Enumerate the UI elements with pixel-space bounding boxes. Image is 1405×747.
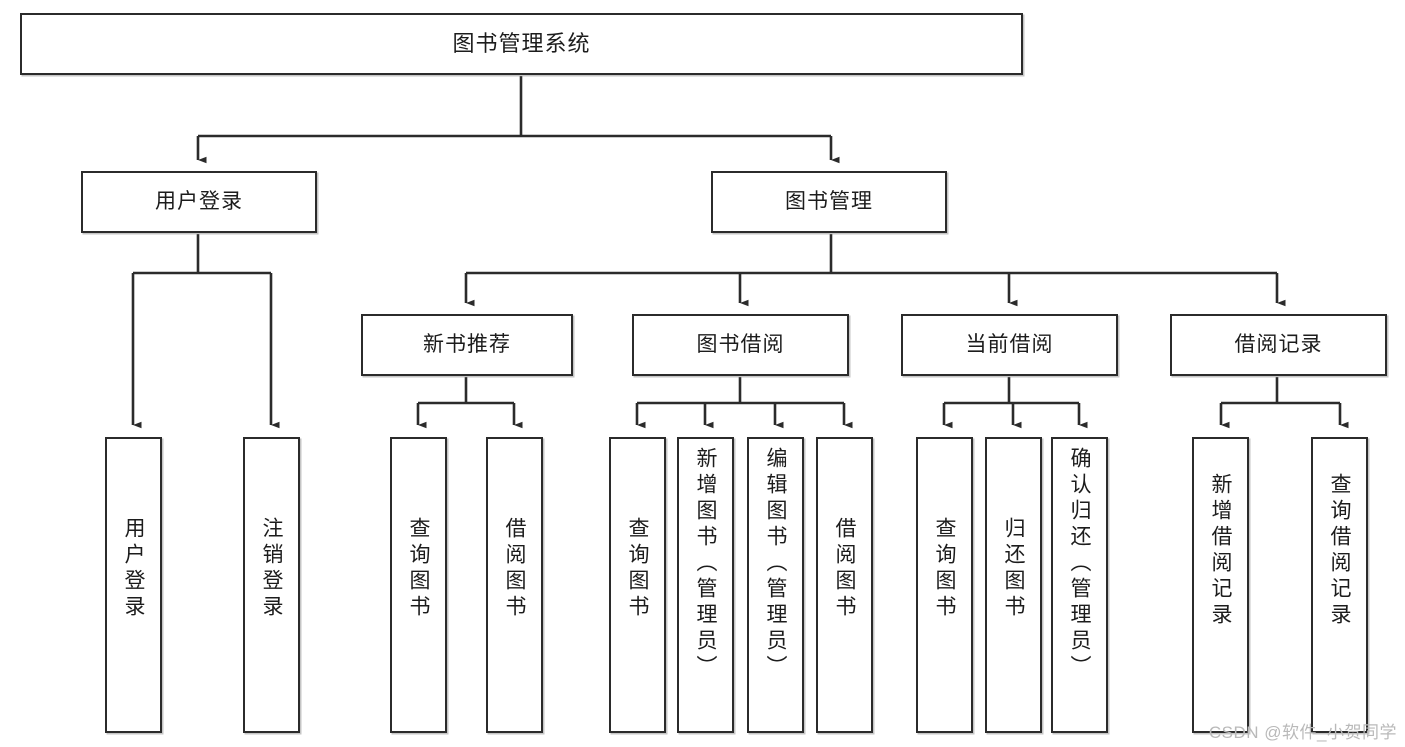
node-leaf-query-record-label: 查询借阅记录 [1328, 473, 1351, 629]
node-leaf-user-logout-label: 注销登录 [260, 517, 283, 621]
node-leaf-borrow-book-1-label: 借阅图书 [503, 517, 526, 621]
node-leaf-confirm-return-label: 确认归还（管理员） [1068, 447, 1091, 681]
node-leaf-user-login[interactable]: 用户登录 [105, 437, 162, 733]
node-leaf-user-logout[interactable]: 注销登录 [243, 437, 300, 733]
node-leaf-user-login-label: 用户登录 [122, 517, 145, 621]
node-leaf-return-book-label: 归还图书 [1002, 517, 1025, 621]
watermark: CSDN @软件_小贺同学 [1208, 723, 1397, 742]
node-leaf-query-book-3[interactable]: 查询图书 [916, 437, 973, 733]
node-leaf-add-book[interactable]: 新增图书（管理员） [677, 437, 734, 733]
node-root-label: 图书管理系统 [452, 31, 591, 57]
node-borrow-record-label: 借阅记录 [1234, 332, 1323, 356]
node-borrow-record[interactable]: 借阅记录 [1170, 314, 1387, 376]
node-book-manage[interactable]: 图书管理 [711, 171, 947, 233]
node-leaf-query-book-2-label: 查询图书 [626, 517, 649, 621]
node-leaf-borrow-book-2-label: 借阅图书 [833, 517, 856, 621]
node-leaf-add-record[interactable]: 新增借阅记录 [1192, 437, 1249, 733]
node-leaf-return-book[interactable]: 归还图书 [985, 437, 1042, 733]
node-leaf-borrow-book-1[interactable]: 借阅图书 [486, 437, 543, 733]
node-leaf-query-book-1-label: 查询图书 [407, 517, 430, 621]
node-new-book-recommend[interactable]: 新书推荐 [361, 314, 573, 376]
node-leaf-query-book-2[interactable]: 查询图书 [609, 437, 666, 733]
node-new-book-recommend-label: 新书推荐 [423, 332, 511, 356]
node-leaf-query-book-1[interactable]: 查询图书 [390, 437, 447, 733]
node-leaf-query-book-3-label: 查询图书 [933, 517, 956, 621]
node-leaf-borrow-book-2[interactable]: 借阅图书 [816, 437, 873, 733]
node-leaf-add-record-label: 新增借阅记录 [1209, 473, 1232, 629]
node-current-borrow-label: 当前借阅 [965, 332, 1054, 356]
node-user-login-label: 用户登录 [155, 189, 243, 213]
node-book-borrow-label: 图书借阅 [696, 332, 785, 356]
node-book-manage-label: 图书管理 [785, 189, 873, 213]
node-leaf-query-record[interactable]: 查询借阅记录 [1311, 437, 1368, 733]
node-leaf-confirm-return[interactable]: 确认归还（管理员） [1051, 437, 1108, 733]
node-leaf-edit-book[interactable]: 编辑图书（管理员） [747, 437, 804, 733]
node-root[interactable]: 图书管理系统 [20, 13, 1023, 75]
node-leaf-edit-book-label: 编辑图书（管理员） [764, 447, 787, 681]
node-book-borrow[interactable]: 图书借阅 [632, 314, 849, 376]
node-leaf-add-book-label: 新增图书（管理员） [694, 447, 717, 681]
node-user-login[interactable]: 用户登录 [81, 171, 317, 233]
node-current-borrow[interactable]: 当前借阅 [901, 314, 1118, 376]
